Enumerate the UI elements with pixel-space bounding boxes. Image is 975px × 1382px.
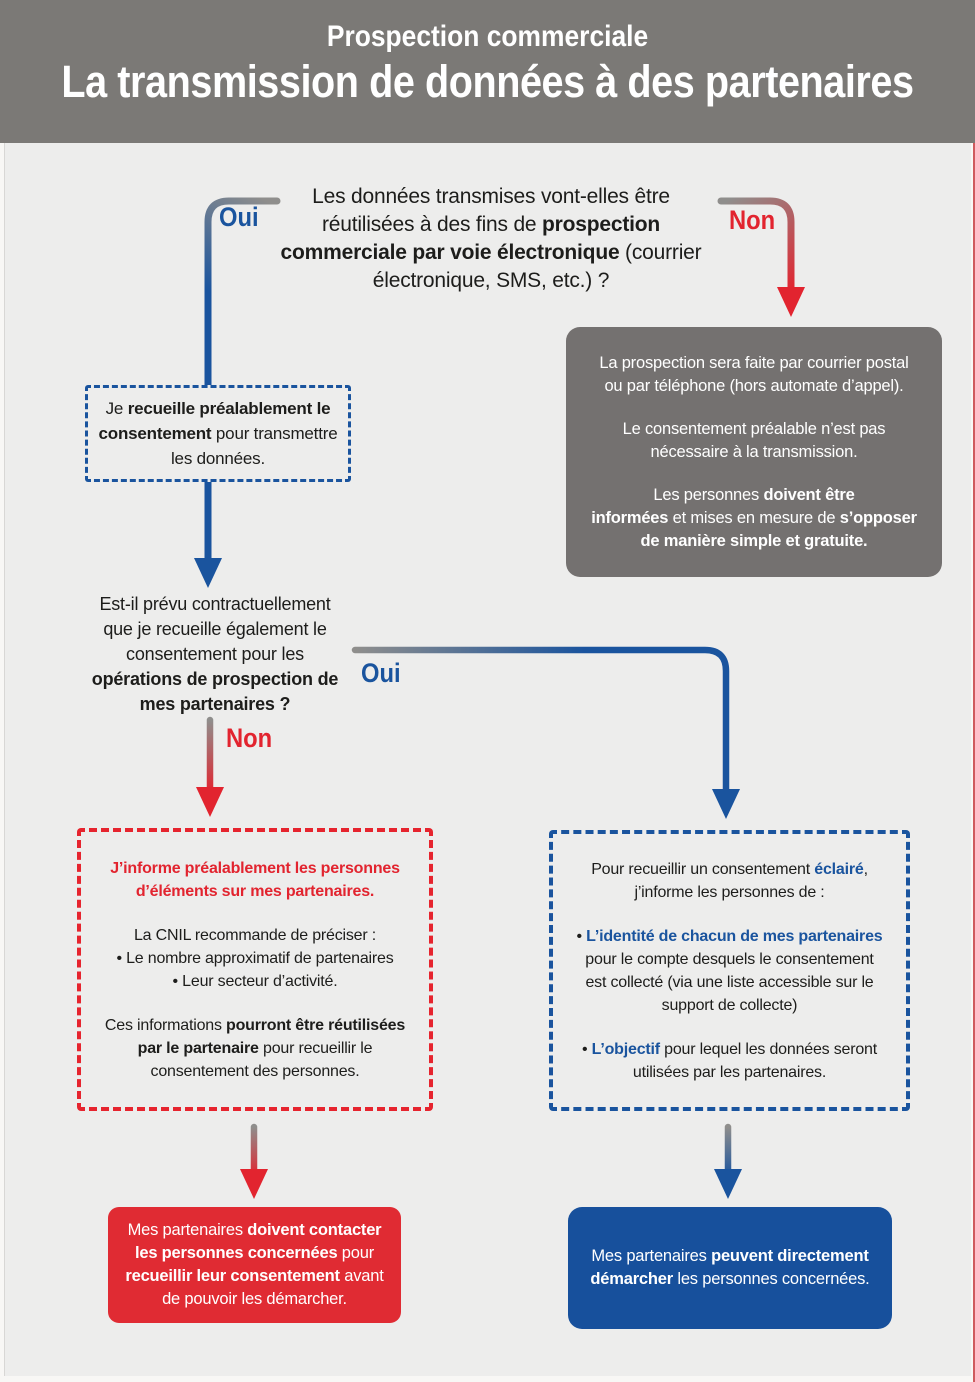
page-right-edge-line: [973, 143, 975, 1382]
inform-partners-p3: Ces informations pourront être réutilisé…: [104, 1016, 406, 1080]
flow-connectors: [194, 197, 805, 1199]
informed-consent-box: Pour recueillir un consentement éclairé,…: [549, 830, 910, 1111]
connector-oui-2: [351, 646, 730, 795]
arrowhead-red-result: [240, 1169, 268, 1199]
page-title: Prospection commerciale: [326, 20, 649, 53]
page-subtitle: La transmission de données à des partena…: [61, 56, 914, 107]
informed-consent-p3: • L’objectif pour lequel les données ser…: [582, 1040, 877, 1081]
partners-must-contact-text: Mes partenaires doivent contacter les pe…: [125, 1221, 384, 1308]
arrowhead-oui-2: [712, 789, 740, 819]
arrowhead-blue-result: [714, 1169, 742, 1199]
label-oui-2: Oui: [361, 658, 401, 688]
question-contractual-consent: Est-il prévu contractuellement que je re…: [91, 594, 339, 714]
consent-collection-box: Je recueille préalablement le consenteme…: [85, 385, 351, 482]
label-non-1: Non: [729, 205, 776, 235]
partners-can-contact-text: Mes partenaires peuvent directement déma…: [590, 1247, 870, 1288]
label-non-2: Non: [226, 723, 273, 753]
postal-prospection-p1: La prospection sera faite par courrier p…: [599, 353, 909, 395]
partners-can-contact-box: Mes partenaires peuvent directement déma…: [568, 1207, 892, 1329]
arrowhead-non-2: [196, 787, 224, 817]
connector-oui-1: [204, 197, 281, 564]
flowchart-area: Les données transmises vont-elles être r…: [4, 143, 971, 1376]
header: Prospection commerciale La transmission …: [0, 0, 975, 143]
connector-non-1: [717, 197, 795, 293]
postal-prospection-box: La prospection sera faite par courrier p…: [566, 327, 942, 577]
postal-prospection-p2: Le consentement préalable n’est pas néce…: [622, 419, 886, 461]
arrowhead-non-1: [777, 287, 805, 317]
label-oui-1: Oui: [219, 202, 259, 232]
inform-partners-box: J’informe préalablement les personnes d’…: [77, 828, 433, 1111]
question-reuse-electronic: Les données transmises vont-elles être r…: [280, 185, 702, 292]
inform-partners-p1: J’informe préalablement les personnes d’…: [110, 859, 400, 900]
consent-collection-text: Je recueille préalablement le consenteme…: [98, 399, 338, 468]
informed-consent-p2: • L’identité de chacun de mes partenaire…: [576, 927, 883, 1014]
postal-prospection-p3: Les personnes doivent être informées et …: [591, 485, 917, 550]
inform-partners-p2: La CNIL recommande de préciser : • Le no…: [116, 926, 394, 990]
informed-consent-p1: Pour recueillir un consentement éclairé,…: [591, 860, 868, 901]
arrowhead-oui-1: [194, 558, 222, 588]
partners-must-contact-box: Mes partenaires doivent contacter les pe…: [108, 1207, 401, 1323]
